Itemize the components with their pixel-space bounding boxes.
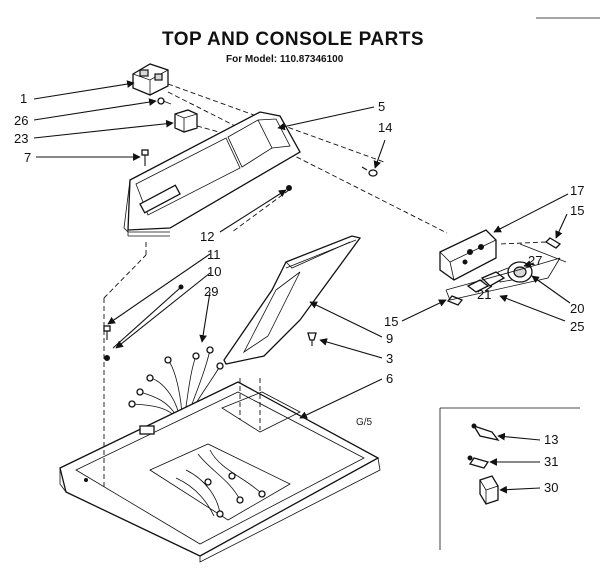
callout-20: 20 (570, 301, 584, 316)
callout-23: 23 (14, 131, 28, 146)
callout-10: 10 (207, 264, 221, 279)
callout-30: 30 (544, 480, 558, 495)
callout-31: 31 (544, 454, 558, 469)
callout-17: 17 (570, 183, 584, 198)
callout-27: 27 (528, 253, 542, 268)
part-3-screw (307, 332, 317, 346)
part-17-bracket (439, 229, 497, 281)
callout-29: 29 (204, 284, 218, 299)
callout-9: 9 (386, 331, 393, 346)
callout-14: 14 (378, 120, 392, 135)
callout-1: 1 (20, 91, 27, 106)
inset-parts (439, 407, 580, 550)
part-1-switch (132, 63, 169, 96)
callout-25: 25 (570, 319, 584, 334)
part-26-screw (157, 97, 172, 105)
callout-21: 21 (477, 287, 491, 302)
part-5-console (123, 111, 301, 237)
callout-11: 11 (207, 247, 221, 262)
diagram-title: TOP AND CONSOLE PARTS (162, 29, 424, 50)
part-14-screw (361, 166, 378, 177)
callout-13: 13 (544, 432, 558, 447)
part-7-screw (141, 149, 149, 166)
model-subtitle: For Model: 110.87346100 (226, 54, 344, 65)
part-11-screw (103, 325, 111, 361)
part-6-top-panel (59, 381, 381, 563)
callout-26: 26 (14, 113, 28, 128)
part-15-screw-lower (446, 295, 464, 306)
callout-7: 7 (24, 150, 31, 165)
diagram-note: G/5 (356, 417, 373, 428)
part-10-wire (112, 284, 184, 349)
part-15-screw-right (499, 237, 562, 249)
callout-15-right: 15 (570, 203, 584, 218)
part-9-lid (223, 235, 362, 365)
callout-6: 6 (386, 371, 393, 386)
callout-5: 5 (378, 99, 385, 114)
part-12-screw (231, 185, 292, 233)
callout-12: 12 (200, 229, 214, 244)
callout-3: 3 (386, 351, 393, 366)
part-23-block (174, 109, 198, 133)
callout-15-lower: 15 (384, 314, 398, 329)
